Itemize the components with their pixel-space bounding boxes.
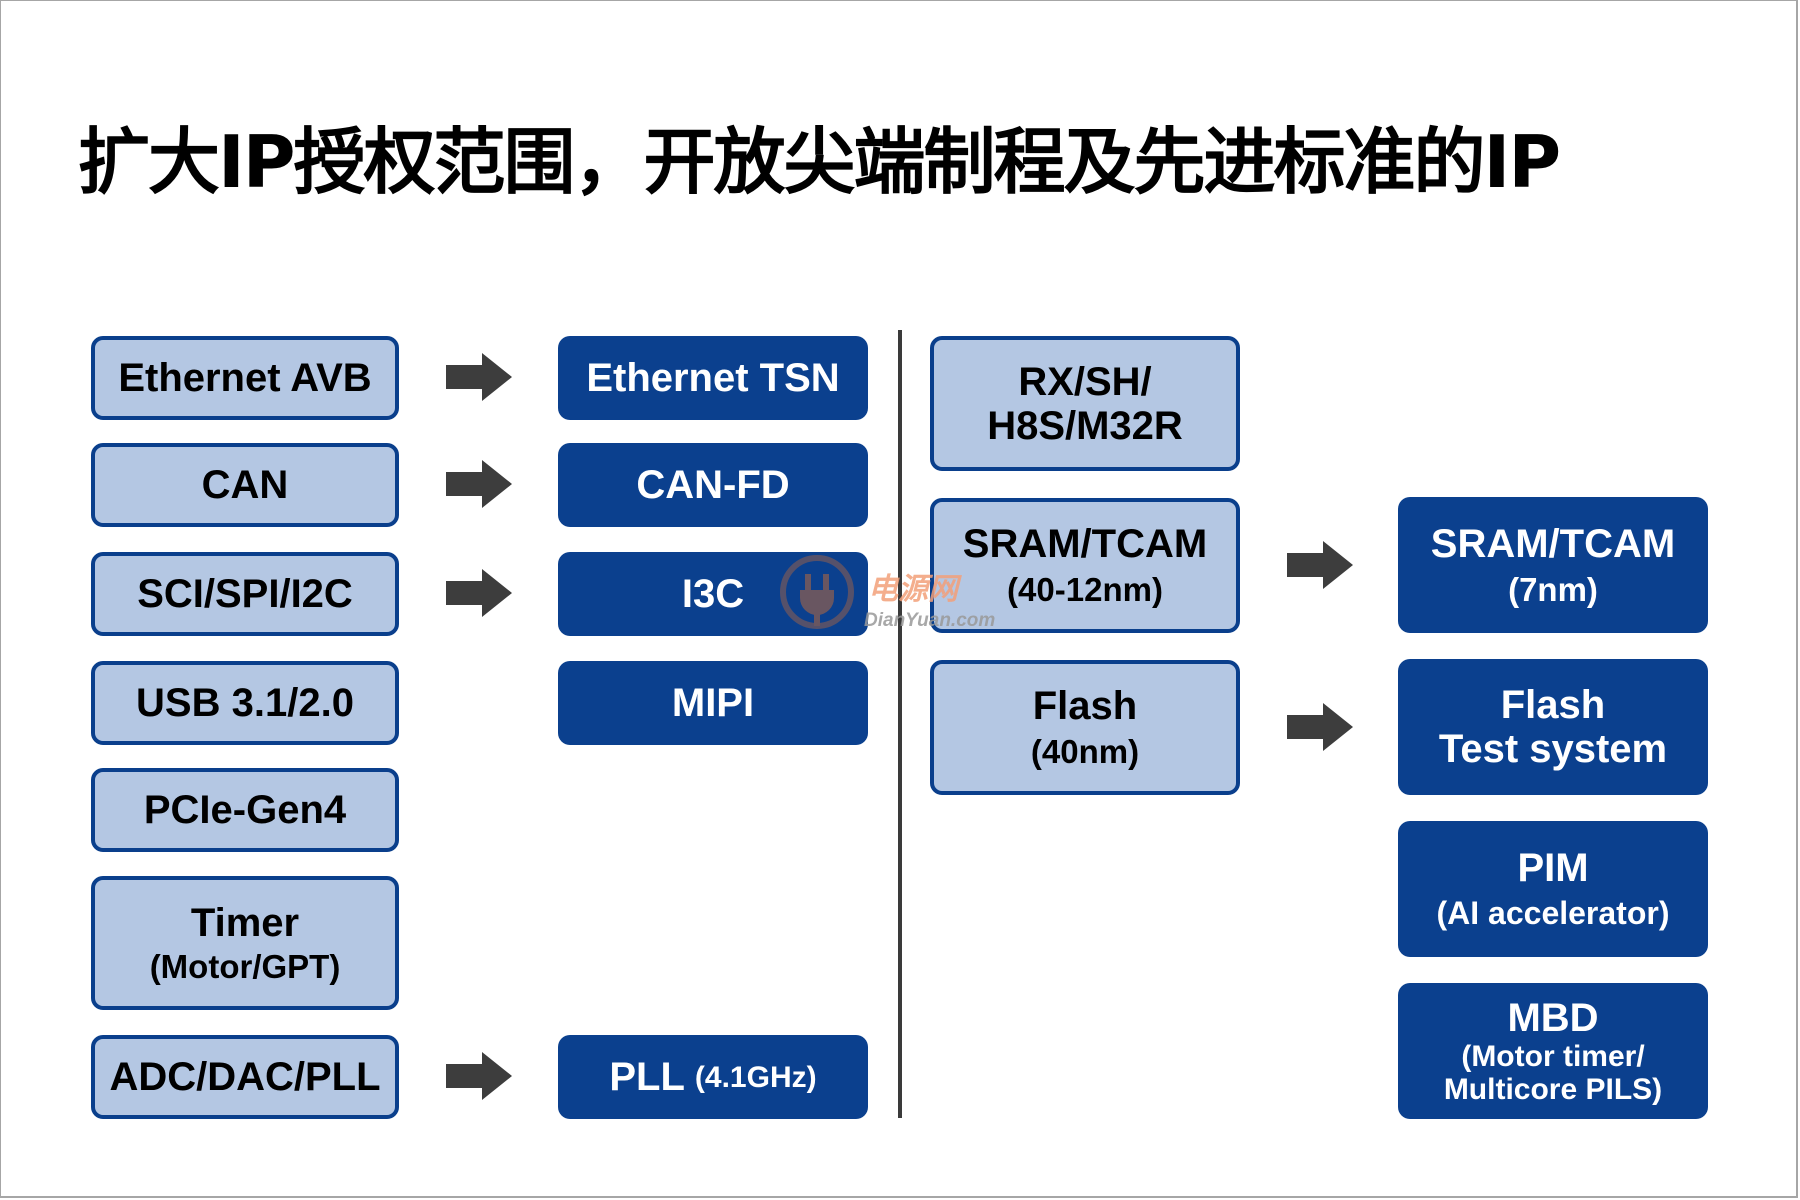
- box-label: Timer: [190, 900, 300, 945]
- box-label: Ethernet TSN: [586, 356, 840, 400]
- box-label: I3C: [681, 572, 745, 616]
- box-sublabel: (Motor/GPT): [149, 947, 341, 985]
- box-label: CAN-FD: [636, 463, 790, 507]
- arrow-right-icon: [446, 353, 512, 401]
- legacy-ip-usb: USB 3.1/2.0: [91, 661, 399, 745]
- arrow-right-icon: [446, 569, 512, 617]
- legacy-ip-timer: Timer (Motor/GPT): [91, 876, 399, 1010]
- watermark-en: DianYuan.com: [864, 610, 996, 631]
- advanced-ip-mipi: MIPI: [558, 661, 868, 745]
- box-label: PIM: [1517, 846, 1589, 891]
- box-label: USB 3.1/2.0: [136, 681, 354, 725]
- box-label: RX/SH/: [1018, 359, 1152, 404]
- advanced-ip-sram-tcam-7nm: SRAM/TCAM (7nm): [1398, 497, 1708, 633]
- box-sublabel: (40-12nm): [1007, 571, 1163, 609]
- box-sublabel: (4.1GHz): [694, 1060, 817, 1094]
- box-label: CAN: [201, 463, 289, 507]
- legacy-ip-adc-dac-pll: ADC/DAC/PLL: [91, 1035, 399, 1119]
- legacy-ip-flash: Flash (40nm): [930, 660, 1240, 795]
- legacy-ip-sci-spi-i2c: SCI/SPI/I2C: [91, 552, 399, 636]
- box-sublabel: (AI accelerator): [1436, 895, 1670, 932]
- watermark: 电源网 DianYuan.com: [772, 552, 1032, 642]
- box-label: PLL: [609, 1055, 685, 1099]
- box-sublabel-line2: Multicore PILS): [1443, 1073, 1663, 1106]
- plug-logo-icon: [780, 555, 854, 629]
- panel-divider: [898, 330, 902, 1118]
- box-label: ADC/DAC/PLL: [109, 1055, 381, 1099]
- box-label: MIPI: [671, 681, 755, 725]
- legacy-ip-ethernet-avb: Ethernet AVB: [91, 336, 399, 420]
- slide-title: 扩大IP授权范围，开放尖端制程及先进标准的IP: [78, 120, 1561, 204]
- box-label-line2: Test system: [1438, 727, 1668, 771]
- arrow-right-icon: [446, 460, 512, 508]
- box-label-line2: H8S/M32R: [987, 403, 1183, 448]
- arrow-right-icon: [1287, 703, 1353, 751]
- arrow-right-icon: [1287, 541, 1353, 589]
- advanced-ip-ethernet-tsn: Ethernet TSN: [558, 336, 868, 420]
- box-label: Flash: [1032, 684, 1138, 729]
- advanced-ip-mbd: MBD (Motor timer/ Multicore PILS): [1398, 983, 1708, 1119]
- arrow-right-icon: [446, 1052, 512, 1100]
- advanced-ip-pll: PLL (4.1GHz): [558, 1035, 868, 1119]
- box-sublabel: (7nm): [1508, 570, 1598, 608]
- box-label: PCIe-Gen4: [143, 788, 347, 832]
- legacy-ip-pcie: PCIe-Gen4: [91, 768, 399, 852]
- legacy-ip-sram-tcam: SRAM/TCAM (40-12nm): [930, 498, 1240, 633]
- advanced-ip-flash-test: Flash Test system: [1398, 659, 1708, 795]
- box-sublabel: (Motor timer/: [1461, 1040, 1645, 1073]
- box-label: Flash: [1500, 683, 1606, 727]
- watermark-cn: 电源网: [868, 572, 958, 607]
- box-label: SRAM/TCAM: [962, 522, 1208, 567]
- box-label: Ethernet AVB: [118, 356, 372, 400]
- legacy-ip-cpu-cores: RX/SH/ H8S/M32R: [930, 336, 1240, 471]
- advanced-ip-pim: PIM (AI accelerator): [1398, 821, 1708, 957]
- box-label: MBD: [1507, 996, 1599, 1040]
- advanced-ip-can-fd: CAN-FD: [558, 443, 868, 527]
- box-sublabel: (40nm): [1030, 733, 1140, 771]
- legacy-ip-can: CAN: [91, 443, 399, 527]
- box-label: SRAM/TCAM: [1430, 521, 1676, 566]
- box-label: SCI/SPI/I2C: [137, 572, 353, 616]
